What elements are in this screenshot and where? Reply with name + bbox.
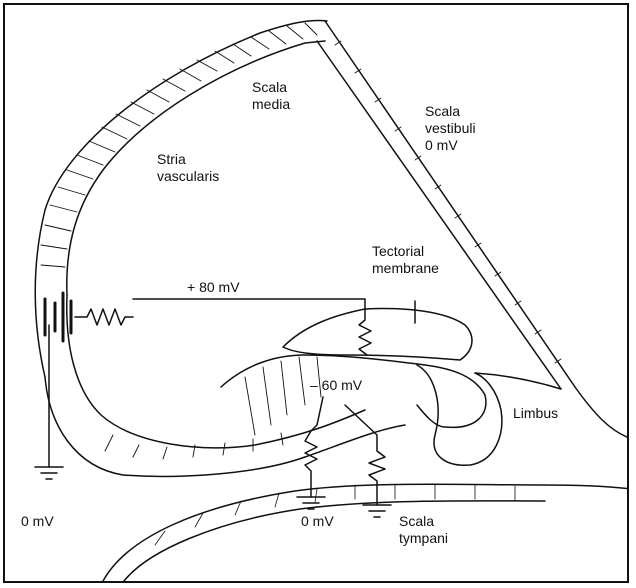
label-ground-left: 0 mV [21, 513, 54, 530]
cochlea-diagram [5, 5, 629, 583]
label-scala-tympani: Scala tympani [399, 513, 448, 547]
label-tectorial-membrane: Tectorial membrane [372, 243, 439, 277]
label-stria-vascularis: Stria vascularis [157, 151, 219, 185]
label-line: Tectorial [372, 243, 439, 260]
hair-cell-resistor [359, 309, 371, 355]
center-ground-wire-1 [305, 397, 323, 497]
tectorial-membrane [283, 309, 472, 360]
reissners-membrane-inner [317, 41, 561, 389]
center-ground-wire-2 [345, 405, 385, 505]
label-line: Scala [252, 79, 290, 96]
label-line: tympani [399, 530, 448, 547]
plus-80-wire [133, 299, 365, 309]
outer-lower-hatching [105, 433, 283, 459]
diagram-frame: Scala media Scala vestibuli 0 mV Stria v… [3, 3, 629, 583]
cochlear-outer-wall [35, 21, 327, 378]
label-line: Scala [399, 513, 448, 530]
ground-symbol-icon [363, 505, 391, 517]
label-line: membrane [372, 260, 439, 277]
organ-cells [245, 357, 321, 435]
label-line: Scala [425, 103, 476, 120]
limbus [417, 365, 502, 465]
label-line: media [252, 96, 290, 113]
label-ground-center: 0 mV [301, 513, 334, 530]
label-limbus: Limbus [513, 405, 558, 422]
label-line: vestibuli [425, 120, 476, 137]
scala-tympani-wall [101, 484, 629, 583]
scala-tympani-hatching [155, 485, 515, 545]
stria-hatching [41, 23, 317, 267]
scala-vestibuli-wall [575, 387, 627, 437]
label-plus-80-mv: + 80 mV [187, 279, 240, 296]
label-minus-60-mv: – 60 mV [310, 377, 362, 394]
label-line: 0 mV [425, 137, 476, 154]
label-line: vascularis [157, 168, 219, 185]
ground-symbol-icon [35, 467, 63, 479]
label-scala-vestibuli: Scala vestibuli 0 mV [425, 103, 476, 154]
spiral-lamina [475, 373, 561, 389]
label-scala-media: Scala media [252, 79, 290, 113]
resistor-icon [75, 309, 133, 325]
label-line: Stria [157, 151, 219, 168]
